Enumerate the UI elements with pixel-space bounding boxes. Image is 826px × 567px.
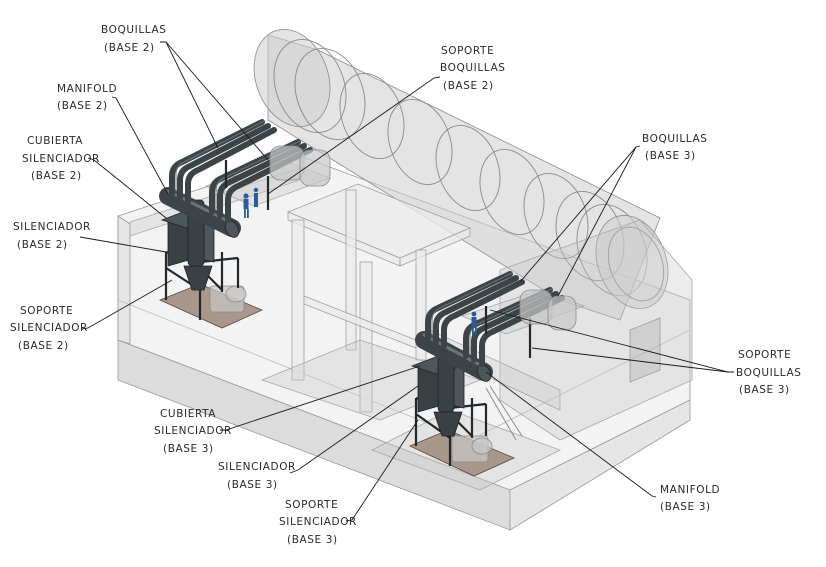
svg-text:(BASE 3): (BASE 3): [163, 443, 214, 455]
label-boquillas-base-3: BOQUILLAS (BASE 3): [642, 133, 708, 162]
right-platform: [429, 219, 693, 441]
label-cubierta-silenciador-base-3: CUBIERTA SILENCIADOR (BASE 3): [154, 408, 232, 455]
svg-text:MANIFOLD: MANIFOLD: [660, 484, 720, 496]
nozzles-b3-rear: [425, 271, 525, 349]
svg-text:SILENCIADOR: SILENCIADOR: [154, 425, 232, 437]
person-figure-b3: [471, 311, 477, 335]
callout-labels: BOQUILLAS (BASE 2) MANIFOLD (BASE 2) CUB…: [10, 24, 802, 546]
svg-text:(BASE 2): (BASE 2): [57, 100, 108, 112]
svg-text:CUBIERTA: CUBIERTA: [160, 408, 216, 420]
label-soporte-boquillas-base-3: SOPORTE BOQUILLAS (BASE 3): [736, 349, 802, 396]
svg-text:SILENCIADOR: SILENCIADOR: [218, 461, 296, 473]
label-manifold-base-3: MANIFOLD (BASE 3): [660, 484, 720, 513]
svg-text:(BASE 3): (BASE 3): [227, 479, 278, 491]
svg-text:SOPORTE: SOPORTE: [285, 499, 338, 511]
svg-text:(BASE 2): (BASE 2): [18, 340, 69, 352]
svg-text:(BASE 2): (BASE 2): [17, 239, 68, 251]
svg-text:BOQUILLAS: BOQUILLAS: [736, 367, 802, 379]
svg-text:SOPORTE: SOPORTE: [441, 45, 494, 57]
svg-text:SILENCIADOR: SILENCIADOR: [13, 221, 91, 233]
svg-text:BOQUILLAS: BOQUILLAS: [101, 24, 167, 36]
label-boquillas-base-2: BOQUILLAS (BASE 2): [101, 24, 167, 54]
nozzles-b2-rear: [169, 119, 277, 205]
svg-text:BOQUILLAS: BOQUILLAS: [440, 62, 506, 74]
main-duct: [253, 29, 669, 321]
svg-text:SILENCIADOR: SILENCIADOR: [22, 153, 100, 165]
label-manifold-base-2: MANIFOLD (BASE 2): [57, 83, 117, 112]
svg-text:CUBIERTA: CUBIERTA: [27, 135, 83, 147]
svg-text:SILENCIADOR: SILENCIADOR: [10, 322, 88, 334]
svg-text:(BASE 3): (BASE 3): [660, 501, 711, 513]
label-cubierta-silenciador-base-2: CUBIERTA SILENCIADOR (BASE 2): [22, 135, 100, 182]
svg-text:BOQUILLAS: BOQUILLAS: [642, 133, 708, 145]
svg-text:(BASE 2): (BASE 2): [31, 170, 82, 182]
svg-text:SOPORTE: SOPORTE: [738, 349, 791, 361]
svg-text:SOPORTE: SOPORTE: [20, 305, 73, 317]
equipment-base-2: [158, 119, 332, 329]
label-soporte-silenciador-base-3: SOPORTE SILENCIADOR (BASE 3): [279, 499, 357, 546]
leader-lines: [79, 41, 734, 522]
nozzles-b2-front: [209, 139, 313, 223]
equipment-base-3: [409, 271, 586, 477]
label-silenciador-base-3: SILENCIADOR (BASE 3): [218, 461, 296, 491]
svg-text:(BASE 2): (BASE 2): [443, 80, 494, 92]
svg-text:SILENCIADOR: SILENCIADOR: [279, 516, 357, 528]
svg-text:(BASE 3): (BASE 3): [287, 534, 338, 546]
svg-text:(BASE 2): (BASE 2): [104, 42, 155, 54]
svg-text:MANIFOLD: MANIFOLD: [57, 83, 117, 95]
label-soporte-boquillas-base-2: SOPORTE BOQUILLAS (BASE 2): [440, 45, 506, 92]
label-soporte-silenciador-base-2: SOPORTE SILENCIADOR (BASE 2): [10, 305, 88, 352]
label-silenciador-base-2: SILENCIADOR (BASE 2): [13, 221, 91, 251]
svg-text:(BASE 3): (BASE 3): [739, 384, 790, 396]
person-figure-b2: [243, 187, 259, 218]
svg-text:(BASE 3): (BASE 3): [645, 150, 696, 162]
